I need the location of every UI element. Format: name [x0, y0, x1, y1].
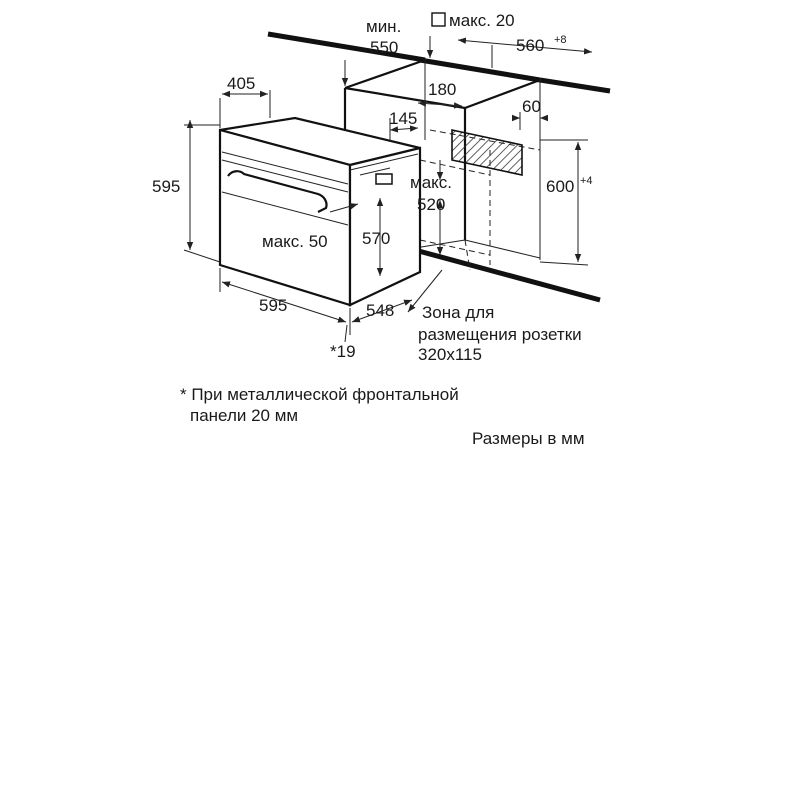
dim-max-520-value: 520: [417, 195, 445, 214]
dim-min-label: мин.: [366, 17, 401, 36]
dim-560-tolerance: +8: [554, 34, 567, 46]
footnote-line2: панели 20 мм: [190, 406, 299, 425]
dim-max-20: макс. 20: [449, 11, 515, 30]
dimension-lines: [183, 36, 593, 343]
square-symbol-icon: [431, 12, 446, 27]
dim-595-width: 595: [259, 296, 287, 315]
dim-600: 600: [546, 177, 574, 196]
units-note: Размеры в мм: [472, 429, 585, 448]
dim-60: 60: [522, 97, 541, 116]
oven-body: [218, 116, 422, 307]
dimension-labels: мин. 550 макс. 20 560 +8 405 180 60 145 …: [152, 11, 593, 364]
dim-560: 560: [516, 36, 544, 55]
oven-door-handle: [227, 170, 328, 213]
dim-180: 180: [428, 80, 456, 99]
dim-570: 570: [362, 229, 390, 248]
socket-zone-line3: 320x115: [418, 345, 482, 364]
dim-max-520-label: макс.: [410, 173, 452, 192]
footnote-line1: * При металлической фронтальной: [180, 385, 459, 404]
dim-max-50: макс. 50: [262, 232, 328, 251]
dim-600-tolerance: +4: [580, 175, 593, 187]
socket-zone-line2: размещения розетки: [418, 325, 582, 344]
dim-145: 145: [389, 109, 417, 128]
dim-note-19: *19: [330, 342, 356, 361]
dim-405: 405: [227, 74, 255, 93]
dim-548: 548: [366, 301, 394, 320]
socket-zone-line1: Зона для: [422, 303, 494, 322]
dim-min-550: 550: [370, 38, 398, 57]
dim-595-height: 595: [152, 177, 180, 196]
socket-zone-hatch: [451, 129, 523, 176]
